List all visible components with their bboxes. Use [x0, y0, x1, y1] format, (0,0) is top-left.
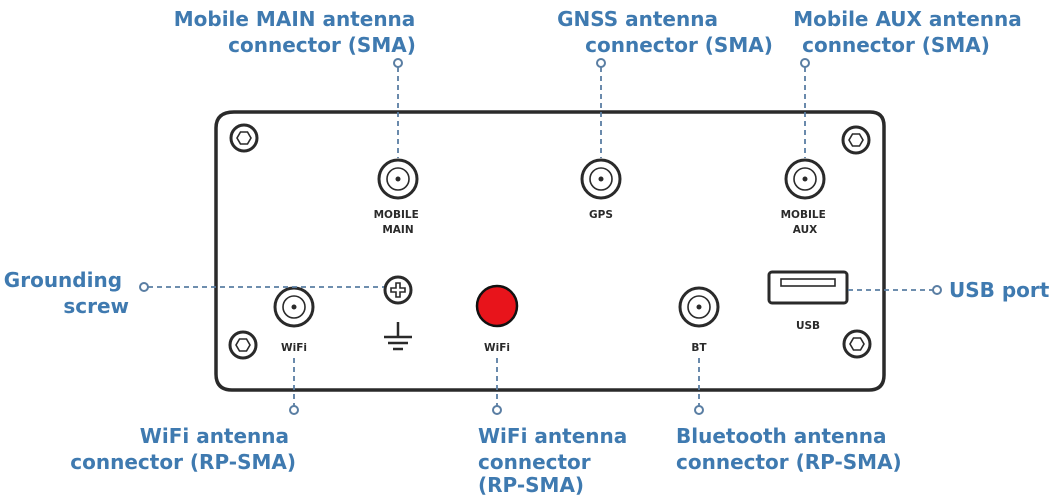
- panel-label-bt: BT: [691, 342, 707, 354]
- ground-symbol-icon: [384, 322, 412, 351]
- mount-hole-top-left-icon: [229, 123, 259, 153]
- callout-bluetooth: Bluetooth antenna connector (RP-SMA): [676, 424, 902, 474]
- callout-usb-port: USB port: [949, 278, 1050, 302]
- mount-hole-bottom-left-icon: [228, 330, 258, 360]
- panel-label-wifi-left: WiFi: [281, 342, 307, 354]
- callout-mobile-aux: Mobile AUX antenna connector (SMA): [793, 7, 1028, 57]
- mount-hole-bottom-right-icon: [842, 329, 872, 359]
- gps-connector-icon: [580, 158, 622, 200]
- panel-label-mobile-aux: MOBILE AUX: [781, 209, 830, 236]
- grounding-screw-icon: [383, 275, 413, 305]
- device-body: [214, 110, 886, 392]
- leader-end-dots: [139, 58, 942, 415]
- panel-label-mobile-main: MOBILE MAIN: [374, 209, 423, 236]
- callout-gnss: GNSS antenna connector (SMA): [557, 7, 773, 57]
- mount-hole-top-right-icon: [841, 125, 871, 155]
- wifi-left-connector-icon: [273, 286, 315, 328]
- callout-wifi-center: WiFi antenna connector (RP-SMA): [478, 424, 634, 495]
- leader-lines: [148, 67, 933, 406]
- highlight-marker: [475, 284, 519, 328]
- panel-label-wifi-center: WiFi: [484, 342, 510, 354]
- callout-mobile-main: Mobile MAIN antenna connector (SMA): [174, 7, 423, 57]
- mobile-main-connector-icon: [377, 158, 419, 200]
- bt-connector-icon: [678, 286, 720, 328]
- callout-wifi-left: WiFi antenna connector (RP-SMA): [70, 424, 296, 474]
- callout-grounding-screw: Grounding screw: [4, 268, 129, 318]
- panel-label-gps: GPS: [589, 209, 613, 221]
- usb-port-icon: [767, 270, 849, 305]
- mobile-aux-connector-icon: [784, 158, 826, 200]
- panel-label-usb: USB: [796, 320, 820, 332]
